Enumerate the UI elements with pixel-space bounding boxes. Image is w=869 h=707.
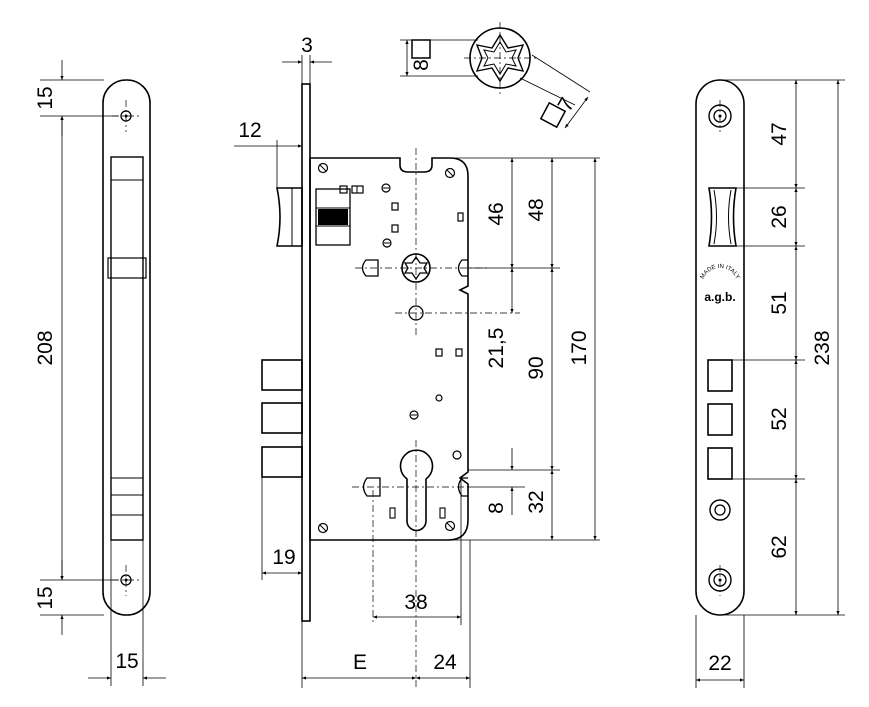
dim-238: 238 bbox=[811, 330, 834, 365]
dim-170: 170 bbox=[568, 330, 591, 365]
dim-22: 22 bbox=[708, 652, 731, 675]
dim-208: 208 bbox=[34, 330, 57, 365]
cylinder-hole bbox=[399, 449, 434, 532]
bolt-opening-2 bbox=[707, 403, 733, 436]
lock-case-edge bbox=[110, 156, 144, 541]
dim-19: 19 bbox=[272, 546, 295, 569]
deadbolt-throw-3 bbox=[261, 446, 303, 478]
dim-52: 52 bbox=[768, 407, 791, 430]
latch-bolt bbox=[276, 187, 303, 247]
dim-26: 26 bbox=[768, 205, 791, 228]
deadbolt-throw-1 bbox=[261, 359, 303, 391]
dim-48: 48 bbox=[525, 198, 548, 221]
dim-51: 51 bbox=[768, 291, 791, 314]
follower-detail: 8 7 bbox=[400, 22, 591, 129]
dim-47: 47 bbox=[768, 122, 791, 145]
faceplate-side-view: 15 208 15 15 bbox=[34, 60, 166, 686]
case-screw-1 bbox=[317, 162, 329, 174]
faceplate-strip bbox=[301, 83, 311, 622]
dim-3: 3 bbox=[301, 34, 313, 57]
dim-12: 12 bbox=[238, 119, 261, 142]
dim-15-width: 15 bbox=[115, 650, 138, 673]
maker-stamp: MADE IN ITALY a.g.b. bbox=[700, 264, 741, 304]
faceplate-outline bbox=[102, 79, 151, 616]
dim-15-bottom: 15 bbox=[34, 586, 57, 609]
stamp-brand: a.g.b. bbox=[704, 290, 735, 304]
dim-21-5: 21,5 bbox=[485, 328, 508, 369]
dim-46: 46 bbox=[485, 202, 508, 225]
dim-32: 32 bbox=[525, 490, 548, 513]
faceplate-front-view: MADE IN ITALY a.g.b. 47 26 51 52 62 238 bbox=[695, 79, 845, 688]
deadbolt-throw-2 bbox=[261, 402, 303, 434]
dim-38: 38 bbox=[404, 591, 427, 614]
dim-E: E bbox=[353, 651, 367, 674]
lock-body-view: 3 12 19 46 21,5 48 90 32 8 1 bbox=[234, 34, 600, 688]
cylinder-screw-hole bbox=[709, 499, 731, 521]
case-screw-3 bbox=[317, 522, 329, 534]
bolt-opening-1 bbox=[707, 359, 733, 392]
case-screw-4 bbox=[444, 520, 456, 532]
dim-15-top: 15 bbox=[34, 86, 57, 109]
latch-opening bbox=[708, 187, 737, 247]
dim-62: 62 bbox=[768, 535, 791, 558]
dim-24: 24 bbox=[433, 651, 457, 674]
stamp-made-in-italy: MADE IN ITALY bbox=[700, 264, 741, 280]
dim-8-small: 8 bbox=[485, 502, 508, 514]
case-screw-2 bbox=[444, 167, 456, 179]
dim-7: 7 bbox=[553, 94, 579, 116]
front-faceplate-outline bbox=[695, 79, 745, 616]
dim-90: 90 bbox=[525, 356, 548, 379]
dim-8: 8 bbox=[410, 59, 433, 71]
bolt-opening-3 bbox=[707, 447, 733, 480]
